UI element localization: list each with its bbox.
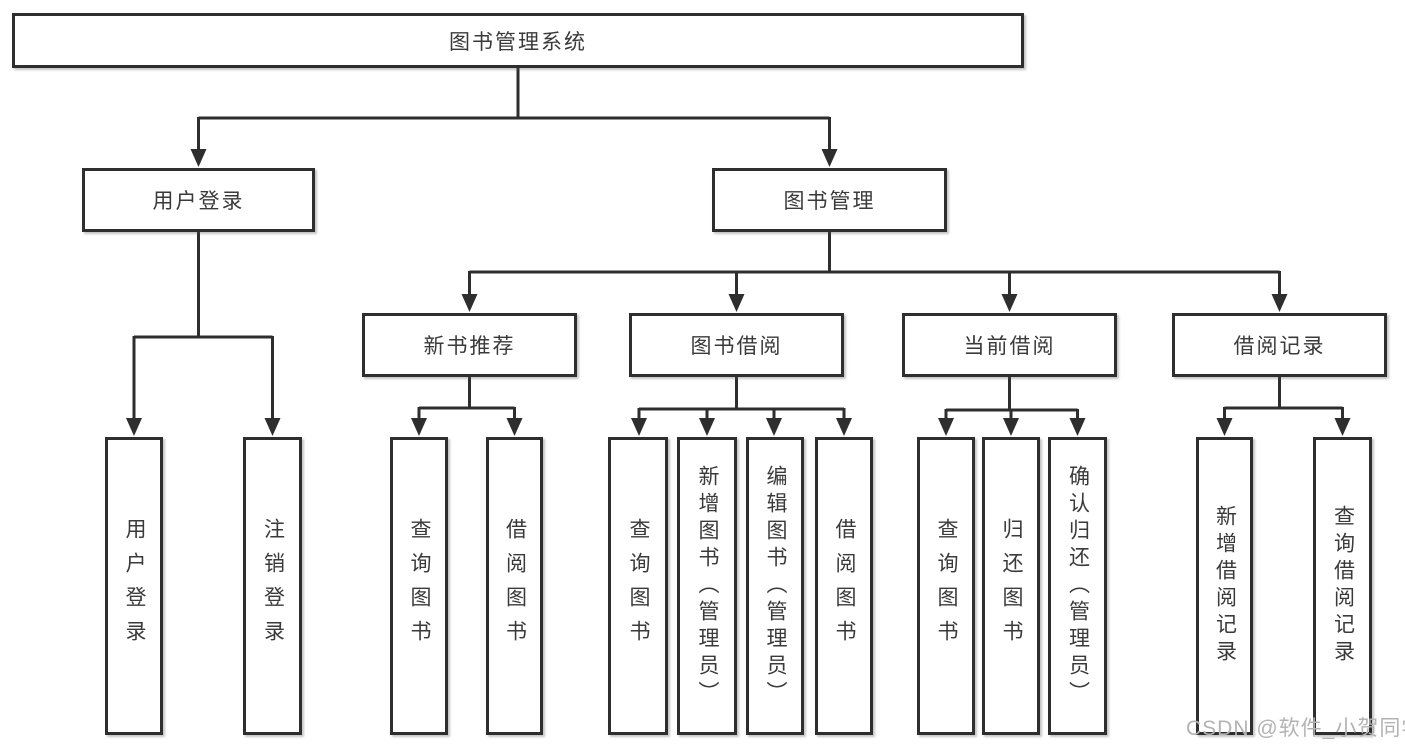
leaf-logout: 注销登录 [243,437,302,735]
node-label: 查询图书 [408,518,431,654]
leaf-confirm-return-admin: 确认归还（管理员） [1048,437,1107,735]
node-label: 注销登录 [261,518,285,654]
node-label: 用户登录 [123,518,146,654]
node-label: 图书借阅 [690,335,783,358]
node-book-borrow: 图书借阅 [629,313,844,377]
leaf-borrow-books-recommend: 借阅图书 [486,437,543,735]
node-label: 当前借阅 [963,335,1056,358]
leaf-add-borrow-record: 新增借阅记录 [1196,437,1253,735]
node-label: 确认归还（管理员） [1066,464,1090,708]
node-borrow-records: 借阅记录 [1172,313,1387,377]
leaf-user-login: 用户登录 [105,437,163,735]
csdn-watermark: CSDN @软件_小贺同学 [1186,717,1405,740]
node-book-management: 图书管理 [712,168,947,232]
node-label: 图书管理 [783,190,876,213]
leaf-query-books-borrow: 查询图书 [608,437,668,735]
node-label: 新增图书（管理员） [696,464,719,708]
node-user-login: 用户登录 [82,168,315,232]
node-label: 借阅图书 [503,518,527,654]
node-label: 查询借阅记录 [1331,505,1355,667]
leaf-query-books-current: 查询图书 [917,437,975,735]
node-label: 查询图书 [935,518,958,654]
node-label: 用户登录 [152,190,245,213]
node-label: 借阅记录 [1233,335,1326,358]
leaf-add-book-admin: 新增图书（管理员） [677,437,737,735]
node-label: 图书管理系统 [449,30,587,54]
leaf-return-books: 归还图书 [982,437,1040,735]
node-current-borrow: 当前借阅 [902,313,1117,377]
leaf-edit-book-admin: 编辑图书（管理员） [746,437,804,735]
leaf-borrow-books: 借阅图书 [815,437,873,735]
node-label: 查询图书 [627,518,650,654]
leaf-query-books-recommend: 查询图书 [390,437,448,735]
node-label: 归还图书 [1000,518,1023,654]
leaf-query-borrow-record: 查询借阅记录 [1313,437,1372,735]
node-label: 编辑图书（管理员） [764,464,787,708]
node-label: 新增借阅记录 [1213,505,1237,667]
node-label: 新书推荐 [423,335,516,358]
node-root: 图书管理系统 [12,13,1024,68]
node-label: 借阅图书 [833,518,856,654]
node-new-book-recommend: 新书推荐 [362,313,577,377]
